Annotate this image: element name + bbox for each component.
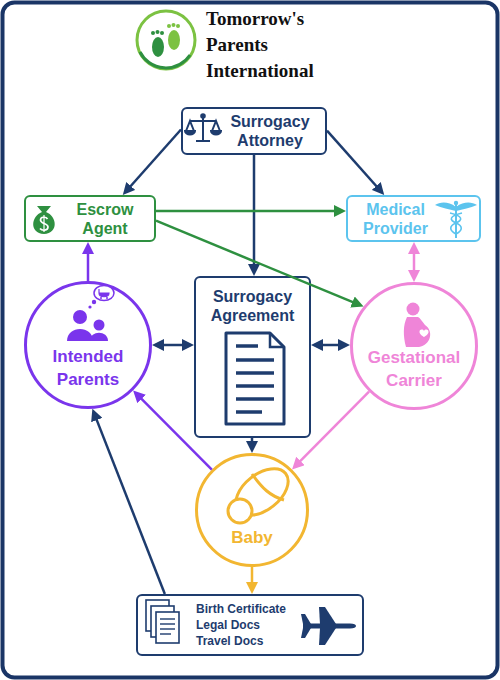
footprint-toe	[176, 24, 180, 28]
logo-ring	[137, 11, 195, 69]
logo-swirl	[140, 52, 190, 68]
footprint-toe	[167, 24, 171, 28]
node-label: Medical Provider	[352, 200, 439, 238]
process-box: Escrow Agent	[24, 195, 156, 242]
connector-arrow	[127, 130, 181, 190]
node-label: Travel Docs	[196, 633, 263, 649]
role-circle: Gestational Carrier	[350, 282, 478, 410]
footprint-toe	[172, 23, 176, 27]
process-box: Surrogacy Attorney	[181, 107, 327, 155]
connector-arrow	[87, 249, 90, 281]
connector-arrow	[318, 344, 343, 347]
logo-icon	[137, 11, 195, 69]
connector-arrow	[95, 415, 165, 594]
connector-arrow	[327, 131, 380, 190]
outer-frame	[3, 3, 498, 678]
node-label: Gestational Carrier	[358, 346, 470, 392]
logo-title: Tomorrow's Parents International	[206, 6, 356, 84]
footprint-toe	[156, 30, 160, 34]
connector-arrow	[251, 438, 254, 446]
node-label: Surrogacy Attorney	[221, 112, 319, 150]
footprint-toe	[151, 31, 155, 35]
role-circle: Intended Parents	[24, 281, 152, 409]
process-box: Surrogacy Agreement	[194, 276, 311, 438]
circle-outline	[350, 282, 478, 410]
process-box: Medical Provider	[346, 195, 481, 242]
node-label: Escrow Agent	[60, 200, 150, 238]
circle-outline	[24, 281, 152, 409]
circle-shape	[197, 455, 308, 566]
connector-arrow	[159, 344, 187, 347]
node-label: Intended Parents	[32, 345, 144, 391]
circle-shape	[352, 284, 477, 409]
footprint-toe	[160, 31, 164, 35]
node-label: Birth Certificate	[196, 601, 286, 617]
process-box: Birth CertificateLegal DocsTravel Docs	[136, 594, 364, 656]
node-label: Baby	[231, 527, 273, 549]
node-label: Surrogacy Agreement	[200, 287, 305, 325]
footprint	[152, 37, 164, 57]
circle-outline	[195, 453, 309, 567]
node-label: Legal Docs	[196, 617, 260, 633]
connector-arrow	[156, 210, 339, 213]
connector-arrow	[253, 155, 256, 269]
role-circle: Baby	[195, 453, 309, 567]
connector-arrow	[251, 567, 254, 587]
circle-shape	[26, 283, 151, 408]
footprint	[168, 30, 180, 50]
connector-arrow	[413, 249, 416, 275]
